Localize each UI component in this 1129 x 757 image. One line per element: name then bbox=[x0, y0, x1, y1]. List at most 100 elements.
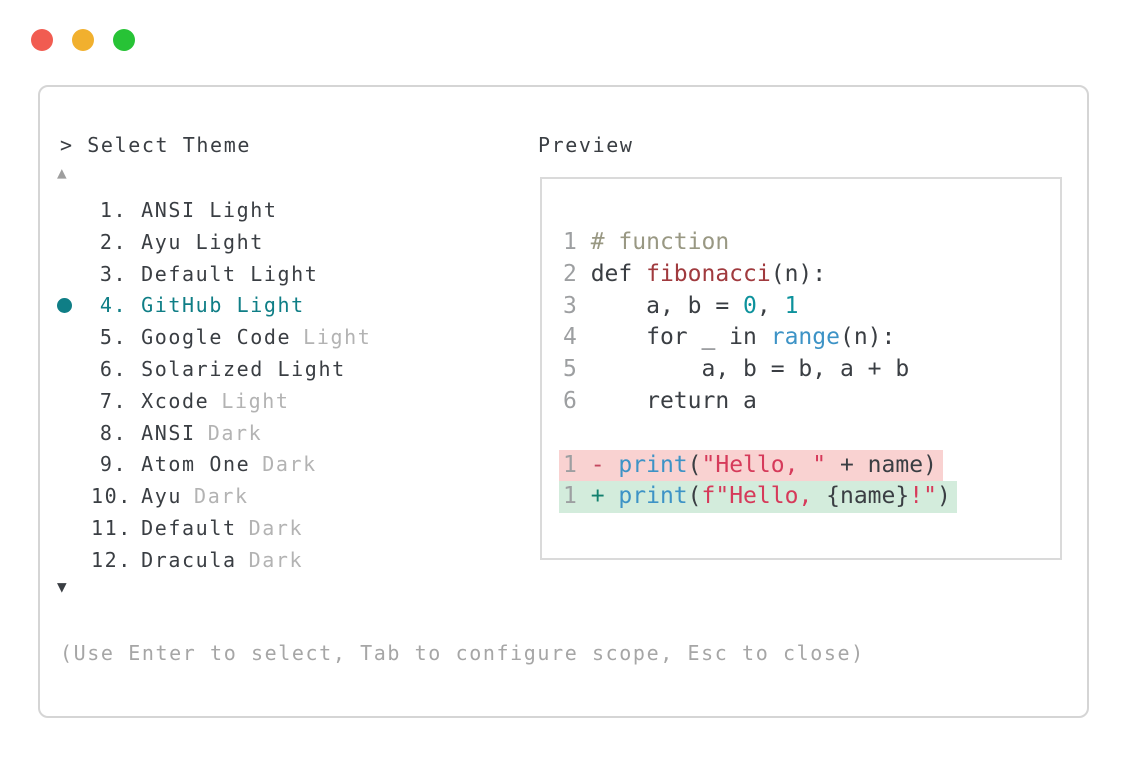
theme-item-number: 9. bbox=[99, 452, 128, 477]
theme-item-label: Solarized Light bbox=[141, 356, 346, 381]
code-token-plain: (n): bbox=[839, 324, 896, 351]
theme-item-number: 7. bbox=[99, 388, 128, 413]
theme-list-item[interactable]: 8. ANSI Dark bbox=[91, 418, 371, 450]
code-token-ln: 1 bbox=[563, 451, 591, 478]
code-token-number: 1 bbox=[784, 292, 799, 319]
theme-item-label: Google Code bbox=[141, 325, 292, 350]
window-controls bbox=[31, 29, 135, 51]
theme-item-variant-label: Dark bbox=[207, 420, 263, 445]
theme-item-variant-label: Dark bbox=[194, 484, 249, 509]
selected-bullet-icon bbox=[57, 298, 72, 314]
code-token-plain: ( bbox=[687, 483, 702, 510]
page-title: > Select Theme bbox=[60, 133, 251, 157]
preview-heading: Preview bbox=[538, 133, 634, 157]
theme-item-number: 10. bbox=[91, 484, 132, 509]
theme-item-number: 3. bbox=[99, 261, 128, 286]
theme-list-item[interactable]: 6. Solarized Light bbox=[91, 354, 371, 386]
code-line: 4 for _ in range(n): bbox=[563, 322, 1060, 354]
code-token-builtin: print bbox=[618, 451, 688, 478]
close-button[interactable] bbox=[31, 29, 53, 51]
theme-list-item[interactable]: 10. Ayu Dark bbox=[91, 481, 371, 513]
code-line: 1 # function bbox=[563, 227, 1060, 259]
theme-list-item[interactable]: 5. Google Code Light bbox=[91, 322, 371, 354]
theme-item-number: 2. bbox=[99, 229, 128, 254]
code-line: 1 - print("Hello, " + name) bbox=[559, 449, 1060, 482]
theme-list-item[interactable]: 2. Ayu Light bbox=[91, 227, 371, 259]
theme-list-item[interactable]: 7. Xcode Light bbox=[91, 386, 371, 418]
theme-item-label: Ayu Light bbox=[141, 229, 264, 254]
code-token-ln: 1 bbox=[563, 483, 591, 510]
code-token-ln: 6 bbox=[563, 387, 591, 414]
code-token-plain: def bbox=[590, 260, 647, 287]
code-token-plain: (n): bbox=[770, 260, 827, 287]
theme-list-item[interactable]: 9. Atom One Dark bbox=[91, 449, 371, 481]
code-token-plain: ( bbox=[687, 451, 702, 478]
code-token-ins: + bbox=[590, 483, 619, 510]
theme-item-label: GitHub Light bbox=[141, 293, 305, 318]
code-token-ln: 3 bbox=[563, 292, 591, 319]
code-token-ln: 1 bbox=[563, 229, 591, 255]
code-line: 3 a, b = 0, 1 bbox=[563, 291, 1060, 323]
theme-item-variant-label: Light bbox=[221, 388, 290, 413]
theme-list-item[interactable]: 11. Default Dark bbox=[91, 513, 371, 545]
code-token-builtin: range bbox=[770, 324, 840, 351]
theme-item-label: Dracula bbox=[141, 547, 237, 572]
theme-item-number: 11. bbox=[91, 515, 132, 540]
theme-item-number: 4. bbox=[99, 293, 128, 318]
minimize-button[interactable] bbox=[72, 29, 94, 51]
theme-item-variant-label: Light bbox=[303, 325, 372, 350]
theme-item-label: ANSI Light bbox=[141, 198, 278, 222]
code-token-func: fibonacci bbox=[646, 260, 771, 287]
theme-picker-panel: > Select Theme Preview ▲ 1. ANSI Light 2. A… bbox=[38, 85, 1089, 718]
code-token-plain: return a bbox=[590, 387, 757, 414]
theme-item-number: 1. bbox=[99, 198, 128, 222]
code-line: 6 return a bbox=[563, 386, 1060, 418]
code-line: 1 + print(f"Hello, {name}!") bbox=[559, 481, 1060, 514]
scroll-up-icon[interactable]: ▲ bbox=[57, 163, 67, 182]
theme-item-label: Atom One bbox=[141, 452, 251, 477]
code-token-plain: + name) bbox=[826, 451, 937, 478]
code-token-number: 0 bbox=[743, 292, 757, 319]
theme-item-label: Default Light bbox=[141, 261, 319, 286]
code-token-string: !" bbox=[909, 483, 937, 510]
theme-item-label: ANSI bbox=[141, 420, 196, 445]
theme-item-label: Default bbox=[141, 515, 237, 540]
theme-list-item[interactable]: 12. Dracula Dark bbox=[91, 545, 371, 577]
code-token-ln: 5 bbox=[563, 356, 591, 383]
code-line bbox=[563, 418, 1060, 450]
code-token-plain: a, b = bbox=[590, 292, 744, 319]
theme-list-item[interactable]: 3. Default Light bbox=[91, 259, 371, 291]
theme-item-number: 8. bbox=[99, 420, 128, 445]
theme-item-variant-label: Dark bbox=[248, 547, 304, 572]
code-token-plain: {name} bbox=[826, 483, 910, 510]
theme-item-label: Xcode bbox=[141, 388, 210, 413]
theme-item-number: 5. bbox=[99, 325, 128, 350]
code-token-del: - bbox=[590, 451, 619, 478]
theme-item-label: Ayu bbox=[141, 484, 183, 509]
code-line: 5 a, b = b, a + b bbox=[563, 354, 1060, 386]
diff-removed-line: 1 - print("Hello, " + name) bbox=[559, 449, 943, 482]
code-token-string: f"Hello, bbox=[701, 483, 827, 510]
diff-added-line: 1 + print(f"Hello, {name}!") bbox=[559, 481, 957, 514]
code-token-plain: a, b = b, a + b bbox=[590, 356, 910, 383]
code-line: 2 def fibonacci(n): bbox=[563, 259, 1060, 291]
help-text: (Use Enter to select, Tab to configure s… bbox=[60, 641, 865, 665]
scroll-down-icon[interactable]: ▼ bbox=[57, 577, 67, 596]
code-token-ln: 2 bbox=[563, 260, 591, 287]
code-token-plain: for _ in bbox=[590, 324, 771, 351]
theme-item-variant-label: Dark bbox=[262, 452, 317, 477]
maximize-button[interactable] bbox=[113, 29, 135, 51]
theme-list-item[interactable]: 4. GitHub Light bbox=[57, 290, 371, 322]
code-token-builtin: print bbox=[618, 483, 688, 510]
code-token-comment: # function bbox=[590, 229, 730, 255]
code-token-plain: , bbox=[756, 292, 785, 319]
theme-item-number: 12. bbox=[91, 547, 132, 572]
theme-item-variant-label: Dark bbox=[248, 515, 304, 540]
code-token-plain: ) bbox=[936, 483, 951, 510]
theme-list: 1. ANSI Light 2. Ayu Light 3. Default Light 4.… bbox=[57, 195, 371, 577]
theme-item-number: 6. bbox=[99, 356, 128, 381]
code-token-string: "Hello, " bbox=[701, 451, 827, 478]
code-token-ln: 4 bbox=[563, 324, 591, 351]
theme-list-item[interactable]: 1. ANSI Light bbox=[91, 195, 371, 227]
